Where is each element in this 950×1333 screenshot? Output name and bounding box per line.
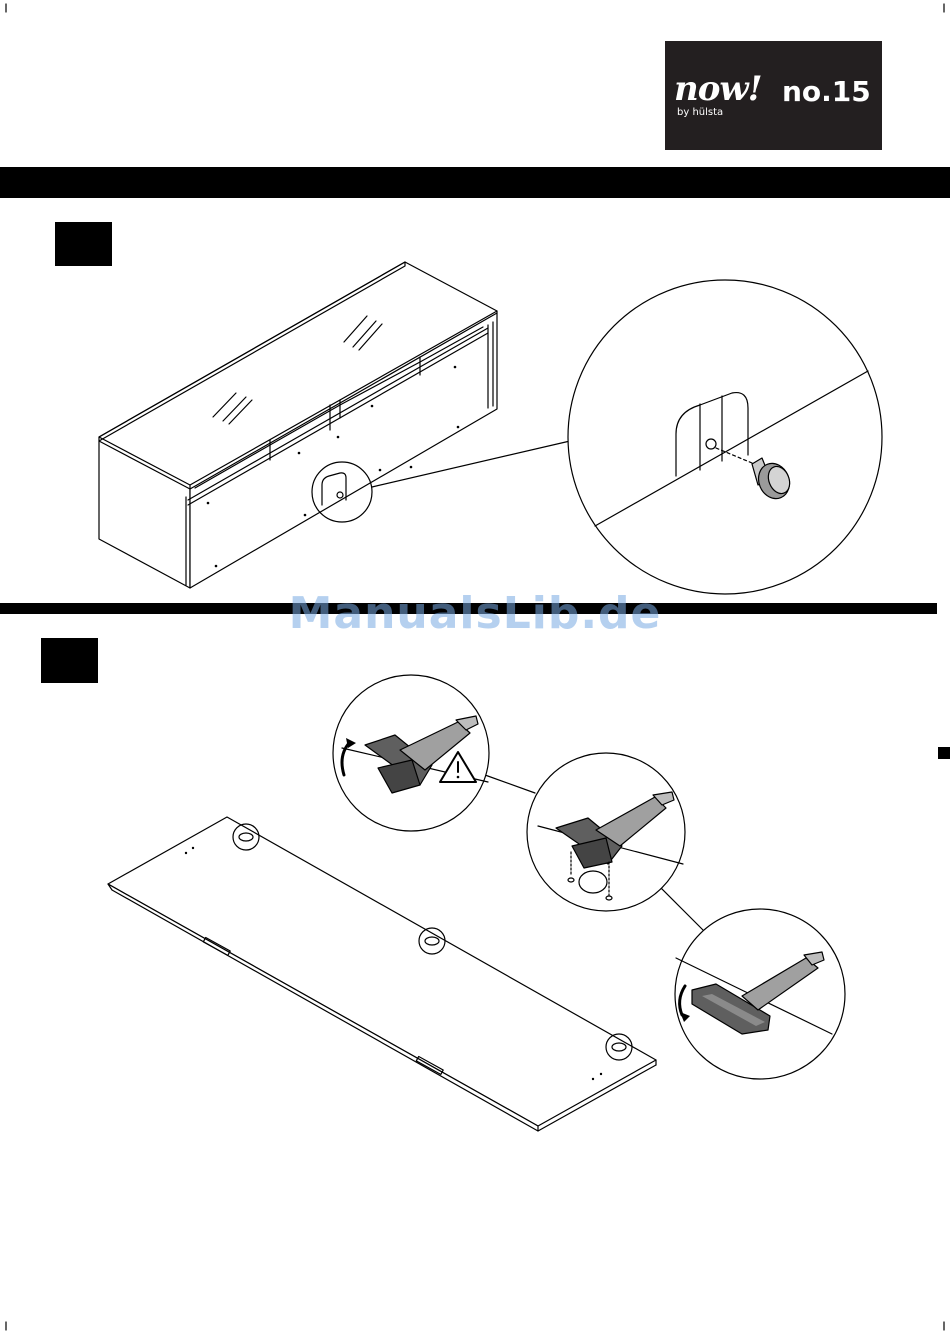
detail-leader-3 [660, 887, 703, 930]
detail-leader-2 [485, 775, 535, 793]
hinge-detail-closed [675, 909, 845, 1079]
crop-marks [6, 4, 944, 1330]
knob-detail [568, 280, 882, 594]
hinge-detail-press [333, 675, 489, 831]
hinge-detail-holes [527, 753, 685, 911]
watermark: ManualsLib.de [0, 588, 950, 639]
cabinet-drawing [99, 262, 497, 588]
